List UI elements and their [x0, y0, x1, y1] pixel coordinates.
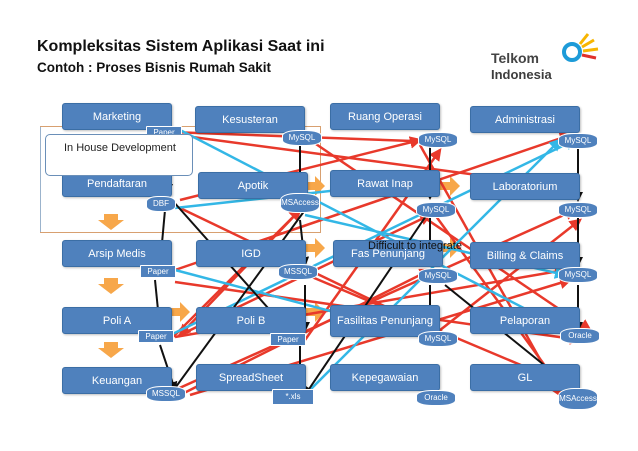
box-arsip-medis[interactable]: Arsip Medis: [62, 240, 172, 267]
store-arsip-paper: Paper: [140, 265, 176, 278]
store-fas-penunjang-mysql: MySQL: [418, 268, 458, 284]
store-igd-mssql: MSSQL: [278, 264, 318, 280]
vendor-built-label: Vendor-Built: [200, 208, 255, 219]
logo-text-indonesia: Indonesia: [491, 67, 552, 82]
box-billing-claims[interactable]: Billing & Claims: [470, 242, 580, 269]
store-gl-msaccess: MSAccess: [558, 388, 598, 410]
logo-text-telkom: Telkom: [491, 50, 539, 66]
box-gl[interactable]: GL: [470, 364, 580, 391]
store-ruang-operasi-mysql: MySQL: [418, 132, 458, 148]
in-house-label: In House Development: [64, 142, 176, 154]
store-laboratorium-mysql: MySQL: [558, 202, 598, 218]
box-pelaporan[interactable]: Pelaporan: [470, 307, 580, 334]
box-marketing[interactable]: Marketing: [62, 103, 172, 130]
box-igd[interactable]: IGD: [196, 240, 306, 267]
store-spreadsheet-xls: *.xls: [272, 389, 314, 405]
box-laboratorium[interactable]: Laboratorium: [470, 173, 580, 200]
store-poli-a-paper: Paper: [138, 330, 174, 343]
difficult-to-integrate-label: Difficult to integrate: [368, 240, 462, 252]
page-subtitle: Contoh : Proses Bisnis Rumah Sakit: [37, 60, 272, 75]
page-title: Kompleksitas Sistem Aplikasi Saat ini: [37, 38, 325, 55]
box-fas-penunjang[interactable]: Fas Penunjang: [333, 240, 443, 267]
box-ruang-operasi[interactable]: Ruang Operasi: [330, 103, 440, 130]
box-poli-a[interactable]: Poli A: [62, 307, 172, 334]
store-rawat-inap-mysql: MySQL: [416, 202, 456, 218]
store-administrasi-mysql: MySQL: [558, 133, 598, 149]
box-fasilitas-penunjang[interactable]: Fasilitas Penunjang: [330, 305, 440, 337]
store-billing-mysql: MySQL: [558, 267, 598, 283]
store-kepegawaian-oracle: Oracle: [416, 390, 456, 406]
store-kesusteran-mysql: MySQL: [282, 130, 322, 146]
telkom-logo: Telkom Indonesia: [488, 30, 608, 90]
box-spreadsheet[interactable]: SpreadSheet: [196, 364, 306, 391]
box-kesusteran[interactable]: Kesusteran: [195, 106, 305, 133]
store-pendaftaran-dbf: DBF: [146, 196, 176, 212]
telkom-logo-icon: [562, 33, 599, 62]
box-administrasi[interactable]: Administrasi: [470, 106, 580, 133]
store-fasilitas-penunjang-mysql: MySQL: [418, 331, 458, 347]
box-kepegawaian[interactable]: Kepegawaian: [330, 364, 440, 391]
box-rawat-inap[interactable]: Rawat Inap: [330, 170, 440, 197]
in-house-callout: In House Development: [45, 134, 193, 176]
store-pelaporan-oracle: Oracle: [560, 328, 600, 344]
box-poli-b[interactable]: Poli B: [196, 307, 306, 334]
store-keuangan-mssql: MSSQL: [146, 386, 186, 402]
store-apotik-msaccess: MSAccess: [280, 193, 320, 213]
store-poli-b-paper: Paper: [270, 333, 306, 346]
